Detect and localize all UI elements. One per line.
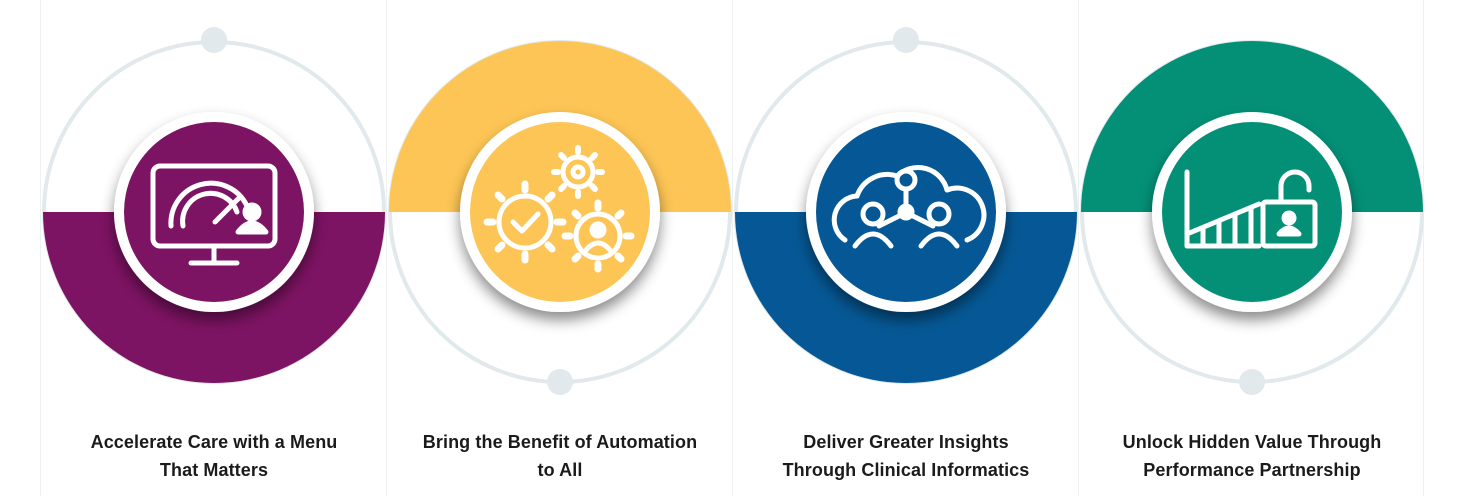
- feature-title: Bring the Benefit of Automation to All: [387, 428, 733, 484]
- feature-title: Accelerate Care with a Menu That Matters: [41, 428, 387, 484]
- feature-card-accelerate-care: Accelerate Care with a Menu That Matters: [40, 0, 386, 496]
- orbit-dot-bottom: [1239, 369, 1265, 395]
- feature-title-line-1: Bring the Benefit of Automation: [422, 432, 698, 452]
- feature-title: Unlock Hidden Value Through Performance …: [1079, 428, 1425, 484]
- feature-card-performance-partnership: Unlock Hidden Value Through Performance …: [1078, 0, 1424, 496]
- feature-title-line-1: Unlock Hidden Value Through: [1122, 432, 1382, 452]
- feature-title-line-2: Performance Partnership: [1143, 460, 1361, 480]
- feature-title: Deliver Greater Insights Through Clinica…: [733, 428, 1079, 484]
- growth-chart-unlocked-padlock-icon: [1184, 169, 1318, 249]
- card-graphic: [1080, 40, 1424, 395]
- gears-check-user-icon: [483, 145, 635, 273]
- cloud-network-people-icon: [831, 164, 987, 249]
- feature-card-clinical-informatics: Deliver Greater Insights Through Clinica…: [732, 0, 1078, 496]
- orbit-dot-top: [893, 27, 919, 53]
- feature-title-line-1: Accelerate Care with a Menu: [90, 432, 338, 452]
- orbit-dot-bottom: [547, 369, 573, 395]
- feature-title-line-1: Deliver Greater Insights: [803, 432, 1009, 452]
- card-graphic: [388, 40, 732, 395]
- card-graphic: [734, 27, 1078, 384]
- monitor-speedometer-user-icon: [150, 163, 278, 266]
- feature-title-line-2: to All: [537, 460, 583, 480]
- card-graphic: [42, 27, 386, 384]
- feature-card-automation: Bring the Benefit of Automation to All: [386, 0, 732, 496]
- feature-title-line-2: That Matters: [159, 460, 269, 480]
- feature-title-line-2: Through Clinical Informatics: [782, 460, 1030, 480]
- orbit-dot-top: [201, 27, 227, 53]
